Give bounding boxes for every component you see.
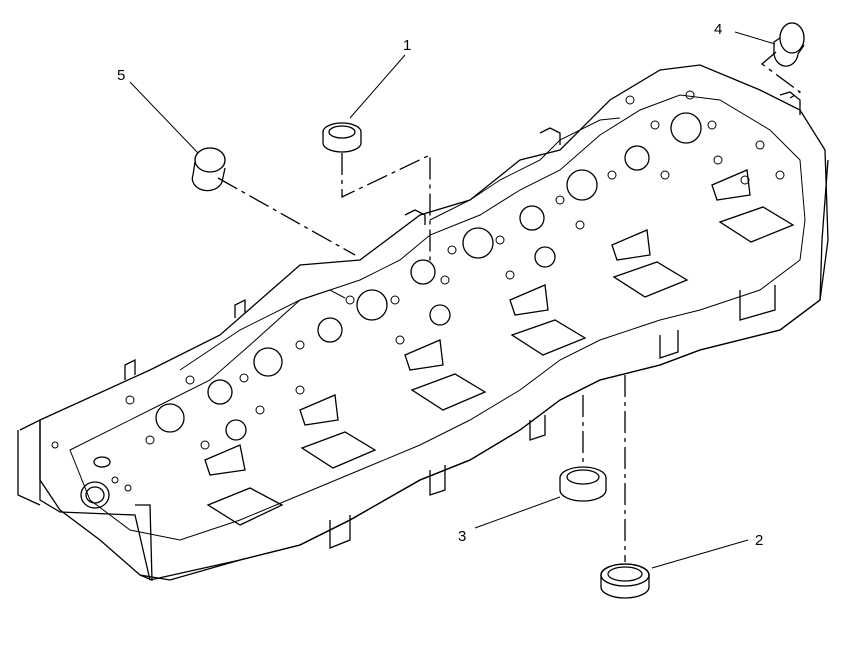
part-4-callout-line — [734, 31, 776, 45]
part-4-leader-path — [760, 51, 802, 99]
part-4-cap — [773, 22, 805, 67]
cylinder-head — [17, 64, 829, 581]
callout-2: 2 — [755, 532, 763, 549]
large-bolt-holes — [155, 112, 702, 441]
port-openings — [206, 206, 795, 526]
part-1-leader-path — [341, 153, 431, 262]
part-5-callout-line — [129, 81, 199, 154]
callout-4: 4 — [714, 21, 722, 38]
part-1-plug — [322, 122, 362, 153]
callout-5: 5 — [117, 67, 125, 84]
callout-3: 3 — [458, 528, 466, 545]
part-5-plug — [191, 147, 226, 192]
part-2-callout-line — [651, 539, 749, 569]
lower-ribs — [329, 285, 776, 549]
part-5-leader-path — [217, 177, 356, 256]
part-2-plug — [600, 563, 650, 599]
part-3-callout-line — [474, 496, 561, 529]
valve-pockets — [204, 169, 751, 476]
callout-1: 1 — [403, 37, 411, 54]
small-bolt-holes — [51, 90, 785, 492]
upper-ribs — [124, 91, 801, 380]
part-3-plug — [559, 466, 607, 502]
part-1-callout-line — [349, 54, 406, 119]
